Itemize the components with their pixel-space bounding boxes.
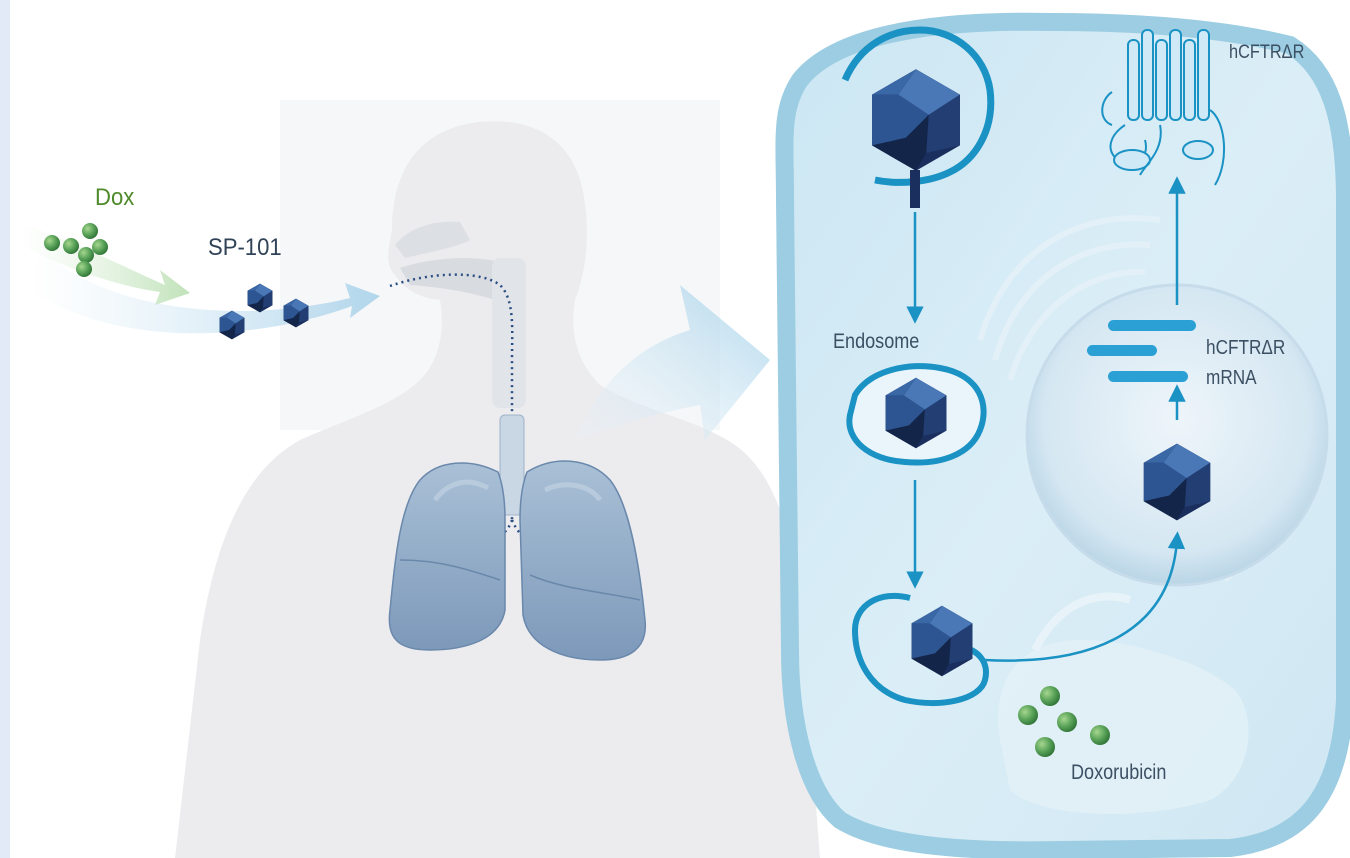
mrna-label-line1: hCFTRΔR [1206, 338, 1285, 358]
page-edge-strip [0, 0, 10, 858]
dox-label: Dox [95, 186, 134, 210]
doxorubicin-label: Doxorubicin [1071, 762, 1166, 783]
receptor-label: hCFTRΔR [1229, 43, 1304, 62]
sp101-label: SP-101 [208, 236, 282, 260]
endosome-label: Endosome [833, 331, 919, 352]
endosome-1 [849, 366, 983, 462]
mrna-label-line2: mRNA [1206, 368, 1257, 388]
